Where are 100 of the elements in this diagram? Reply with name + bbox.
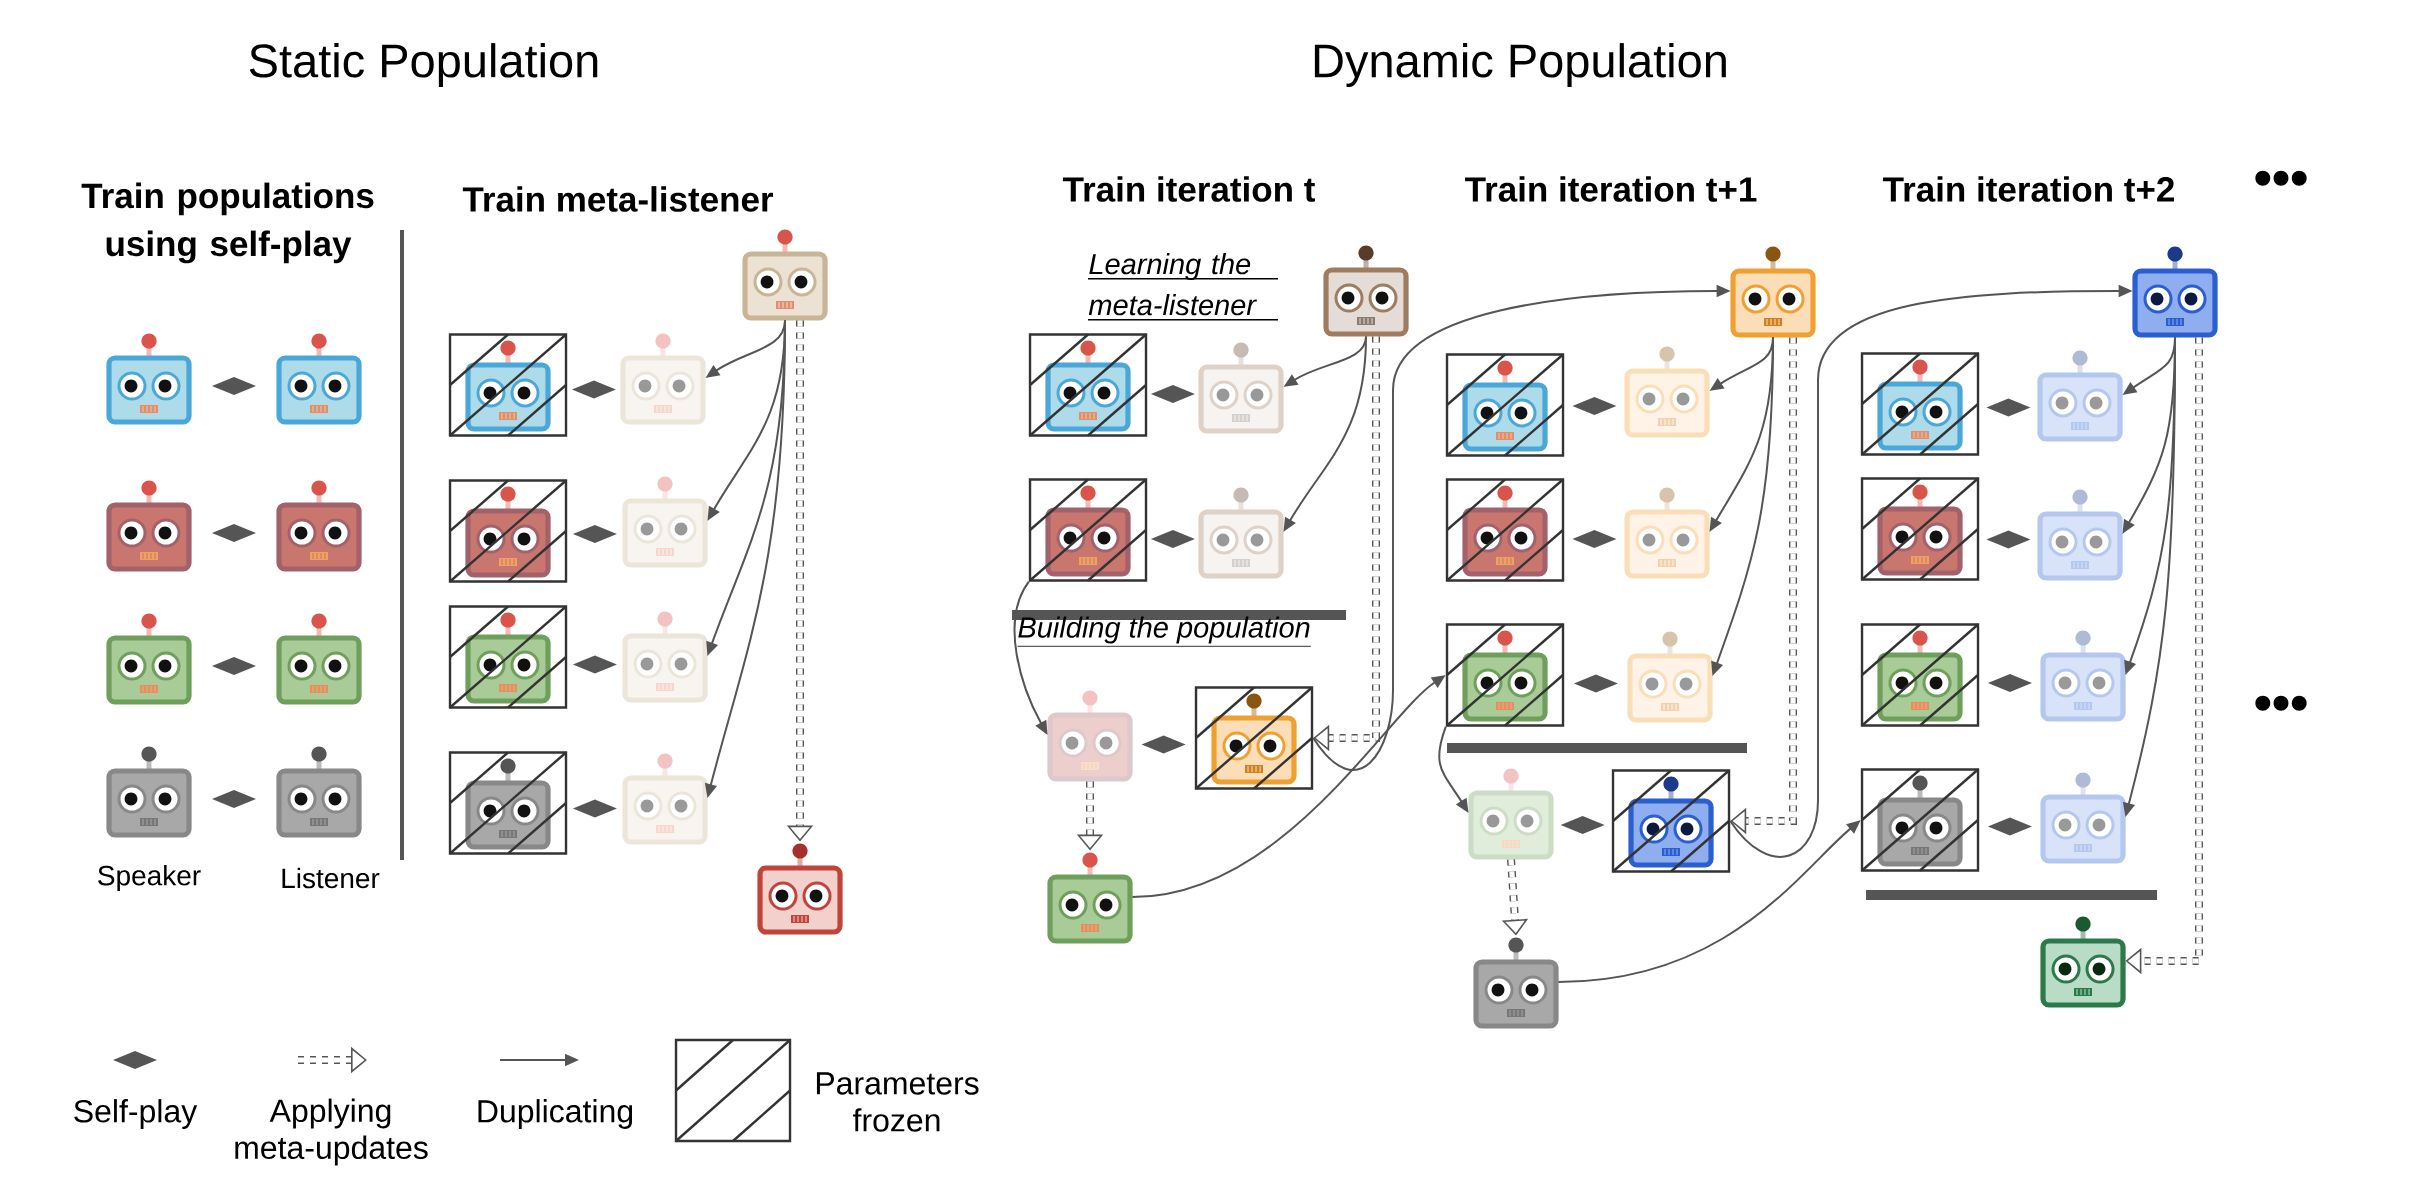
legend-label: Duplicating [478,1099,633,1129]
robot-icon [1877,630,1963,722]
underlined-label: Building the population [1017,616,1312,647]
robot-icon [2037,489,2123,581]
robot-icon [465,340,551,432]
robot-icon [757,843,843,935]
heading: Train iteration t+1 [1465,176,1757,202]
diamond-connector [1572,397,1617,415]
hatched-frame [1028,333,1148,437]
hatched-frame [1860,768,1980,872]
diamond-connector [571,380,616,399]
legend-label: Applying meta-updates [235,1098,428,1166]
hatched-frame [448,751,568,855]
robot-icon [1877,775,1963,867]
robot-icon [465,758,551,850]
column-label: Listener [282,867,380,889]
diamond-connector [1150,530,1195,548]
diamond-connector [1987,674,2032,692]
diamond-connector [1573,674,1618,693]
robot-icon [1627,631,1713,723]
heading: Train iteration t [1063,176,1315,202]
hatched-frame [448,479,568,583]
diamond-connector [572,525,617,543]
robot-icon [2037,350,2123,442]
hatched-frame [1860,352,1980,456]
title: Static Population [249,43,598,87]
robot-icon [1045,485,1131,577]
diamond-connector [212,524,256,542]
diamond-connector [212,790,256,808]
column-label: Speaker [98,864,201,892]
diamond-connector [1987,817,2032,836]
legend-label: Parameters frozen [816,1072,979,1132]
hatched-frame [1611,769,1731,873]
dashed-double-arrow [1313,336,1380,752]
ellipsis: ••• [2255,695,2307,711]
robot-icon [1198,342,1284,434]
robot-icon [106,480,192,572]
robot-icon [1462,360,1548,452]
robot-icon [276,613,362,705]
robot-icon [465,612,551,704]
diamond-connector [1560,816,1605,834]
hatched-frame [1445,478,1565,582]
hatched-frame [448,605,568,709]
hatched-frame [448,333,568,437]
robot-icon [2040,630,2126,722]
diamond-connector [572,655,617,674]
robot-icon [1047,852,1133,944]
diamond-connector [1141,735,1186,754]
title: Dynamic Population [1314,43,1726,87]
robot-icon [1211,693,1297,785]
robot-icon [1628,776,1714,868]
robot-icon [1624,346,1710,438]
robot-icon [1462,485,1548,577]
heading: Train iteration t+2 [1883,176,2174,202]
robot-icon [106,613,192,705]
robot-icon [106,746,192,838]
diamond-connector [212,657,256,675]
diamond-connector [212,377,256,395]
robot-icon [1468,768,1554,860]
hatched-frame [1860,623,1980,727]
robot-icon [1877,359,1963,451]
hatched-frame [1028,478,1148,582]
hatched-frame [1860,477,1980,581]
diamond-connector [572,799,617,818]
dashed-double-arrow [1730,337,1797,835]
hatched-frame [1194,686,1314,790]
robot-icon [742,229,828,321]
ellipsis: ••• [2255,170,2307,186]
robot-icon [276,333,362,425]
robot-icon [2040,772,2126,864]
robot-icon [1323,245,1409,337]
robot-icon [1462,630,1548,722]
robot-icon [622,753,708,845]
robot-icon [1045,340,1131,432]
hatched-frame [1445,623,1565,727]
robot-icon [2040,916,2126,1008]
robot-icon [1877,484,1963,576]
dashed-double-arrow [2125,337,2203,975]
legend-label: Self-play [74,1099,198,1129]
heading: Train populations using self-play [81,182,374,264]
robot-icon [1624,487,1710,579]
robot-icon [2132,246,2218,338]
heading: Train meta-listener [462,186,774,212]
robot-icon [276,746,362,838]
diamond-connector [1986,530,2031,549]
robot-icon [1047,690,1133,782]
robot-icon [106,333,192,425]
robot-icon [622,611,708,703]
robot-icon [620,333,706,425]
robot-icon [1730,246,1816,338]
underlined-label: Learning the meta-listener [1087,253,1279,321]
diamond-connector [1986,398,2031,417]
diamond-connector [1150,385,1195,403]
robot-icon [276,480,362,572]
robot-icon [1198,487,1284,579]
hatched-frame [1445,353,1565,457]
robot-icon [1473,937,1559,1029]
robot-icon [465,486,551,578]
robot-icon [622,476,708,568]
diamond-connector [1572,530,1617,548]
